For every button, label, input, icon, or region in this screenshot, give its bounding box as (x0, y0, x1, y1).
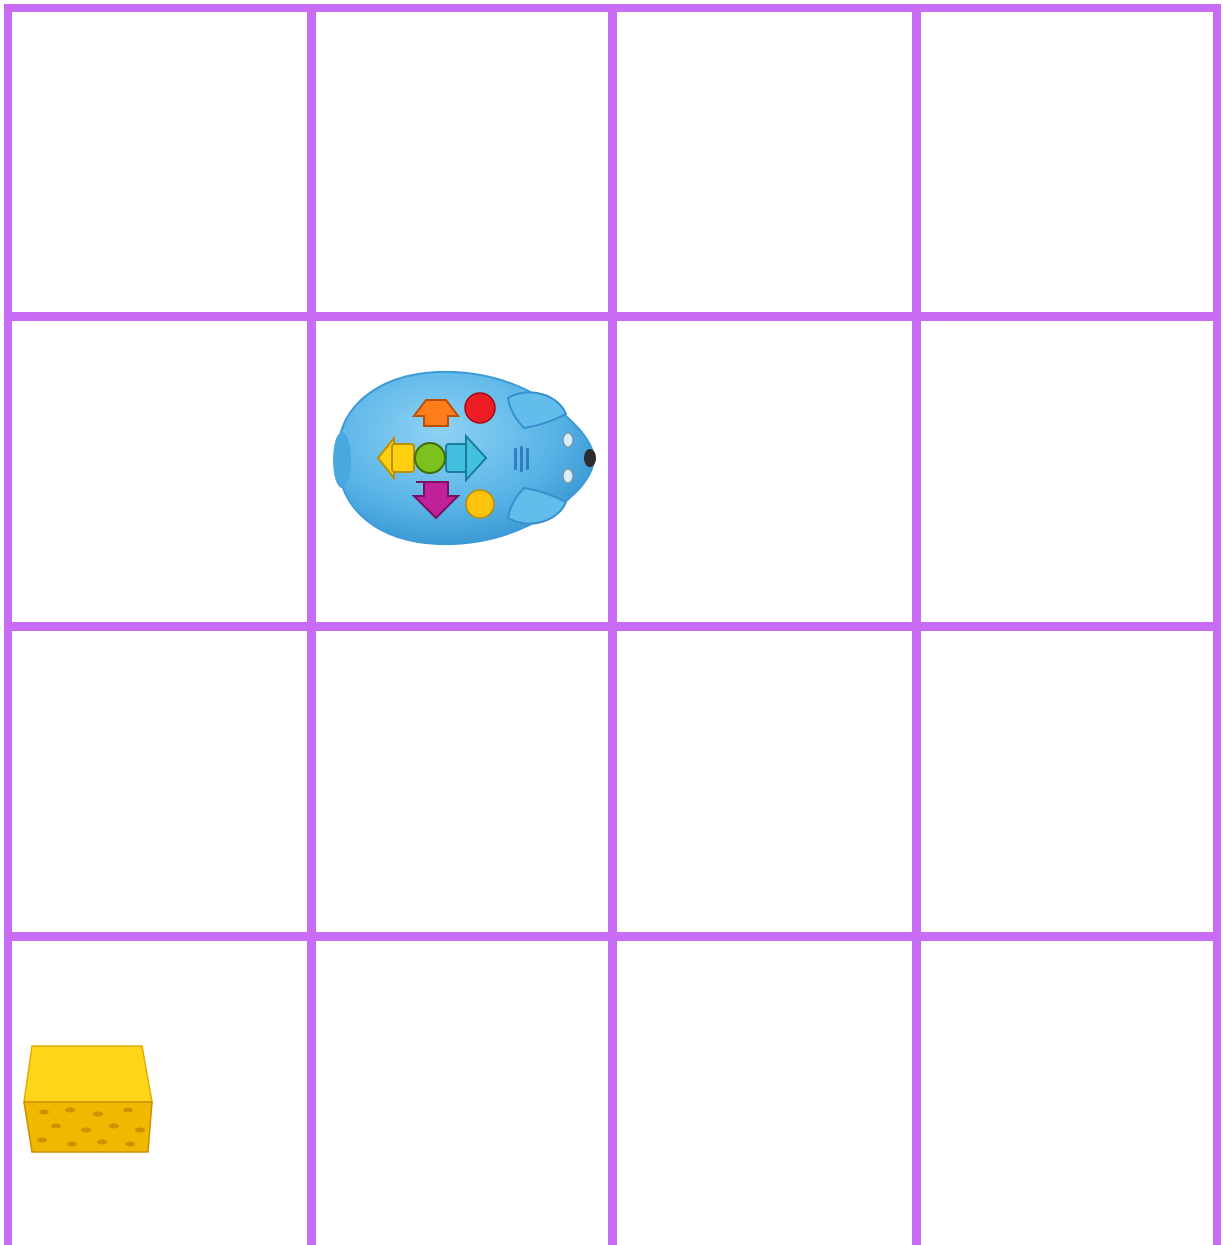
robot-mouse[interactable] (328, 368, 600, 550)
grid-line-horizontal (4, 622, 1221, 631)
cheese[interactable] (22, 1044, 156, 1156)
cheese-icon (22, 1044, 156, 1156)
grid-line-horizontal (4, 312, 1221, 321)
grid-line-horizontal (4, 4, 1221, 12)
grid-line-horizontal (4, 932, 1221, 941)
robot-mouse-icon (328, 368, 600, 550)
